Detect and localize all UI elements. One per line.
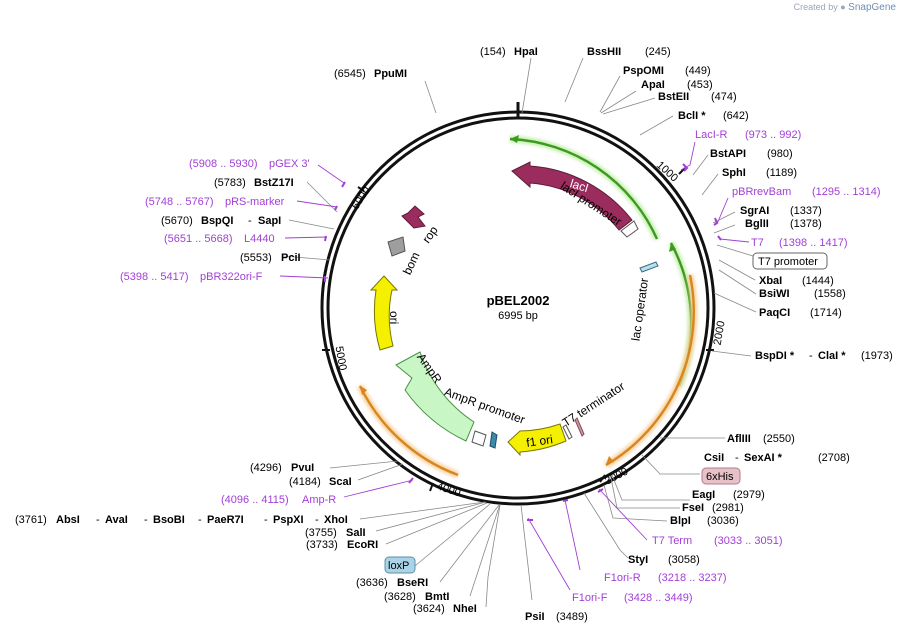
plasmid-size: 6995 bp [498, 310, 538, 322]
primer-t7-term[interactable]: T7 Term(3033 .. 3051) [652, 535, 783, 547]
site-bglii[interactable]: BglII(1378) [745, 218, 822, 230]
primer-leader-lines [279, 141, 750, 591]
tick-4000: 4000 [429, 480, 462, 499]
site-pspomi[interactable]: PspOMI(449) [623, 65, 711, 77]
site-sgrai[interactable]: SgrAI(1337) [740, 205, 822, 217]
svg-text:2000: 2000 [712, 320, 728, 346]
feature-lacI[interactable]: lacI [511, 161, 633, 231]
feature-label-f1-ori: f1 ori [525, 432, 553, 450]
svg-text:6xHis: 6xHis [706, 471, 734, 483]
site-bspdi-clai[interactable]: BspDI *-ClaI *(1973) [755, 350, 893, 362]
site-bseri[interactable]: (3636)BseRI [356, 577, 428, 589]
tick-2000: 2000 [706, 320, 728, 351]
primer-amp-r[interactable]: (4096 .. 4115)Amp-R [221, 494, 336, 506]
feature-label-bom: bom [400, 250, 423, 277]
site-bmti[interactable]: (3628)BmtI [384, 591, 449, 603]
site-psii[interactable]: PsiI(3489) [525, 611, 588, 623]
site-pcii[interactable]: (5553)PciI [240, 252, 301, 264]
site-absi-group[interactable]: (3761)AbsI-AvaI-BsoBI-PaeR7I-PspXI-XhoI [15, 514, 348, 526]
site-xbai[interactable]: XbaI(1444) [759, 275, 834, 287]
site-ppumi[interactable]: (6545)PpuMI [334, 68, 407, 80]
primer-marks [324, 163, 722, 521]
svg-text:T7 promoter: T7 promoter [758, 256, 818, 268]
site-bsshii[interactable]: BssHII(245) [587, 46, 671, 58]
svg-text:5000: 5000 [332, 345, 348, 371]
svg-text:loxP: loxP [388, 560, 409, 572]
t7-orf-arc [604, 274, 698, 469]
site-bspqi-sapi[interactable]: (5670)BspQI-SapI [161, 215, 281, 227]
site-blpi[interactable]: BlpI(3036) [670, 515, 739, 527]
plasmid-name: pBEL2002 [487, 293, 550, 308]
leader-lines [282, 57, 757, 608]
ampr-orf-arc [356, 384, 460, 479]
feature-rop[interactable]: rop [401, 205, 441, 246]
site-labels: (154)HpaI BssHII(245) (6545)PpuMI PspOMI… [15, 46, 893, 623]
feature-label-ori: ori [387, 311, 401, 324]
feature-label-t7-terminator: T7 terminator [560, 379, 627, 430]
site-bcli[interactable]: BclI *(642) [678, 110, 749, 122]
watermark-prefix: Created by [793, 2, 838, 12]
svg-text:3000: 3000 [603, 465, 630, 487]
his-tag-box[interactable]: 6xHis [701, 467, 741, 485]
site-csii-sexai[interactable]: CsiI-SexAI *(2708) [704, 452, 850, 464]
site-hpai[interactable]: (154)HpaI [480, 46, 538, 58]
svg-text:4000: 4000 [435, 480, 462, 499]
primer-t7[interactable]: T7(1398 .. 1417) [751, 237, 848, 249]
primer-pbrrevbam[interactable]: pBRrevBam(1295 .. 1314) [732, 186, 881, 198]
site-pvui[interactable]: (4296)PvuI [250, 462, 314, 474]
site-nhei[interactable]: (3624)NheI [413, 603, 477, 615]
site-bsiwi[interactable]: BsiWI(1558) [759, 288, 846, 300]
site-ecori[interactable]: (3733)EcoRI [306, 539, 378, 551]
primer-pbr322ori-f[interactable]: (5398 .. 5417)pBR322ori-F [120, 271, 263, 283]
site-bsteii[interactable]: BstEII(474) [658, 91, 737, 103]
feature-t7-terminator[interactable]: T7 terminator [560, 379, 627, 440]
site-paqci[interactable]: PaqCI(1714) [759, 307, 842, 319]
tick-5000: 5000 [322, 345, 349, 371]
snapgene-watermark: Created by ● SnapGene [794, 2, 896, 13]
feature-lac-operator[interactable]: lac operator [629, 261, 659, 342]
site-bstz17i[interactable]: (5783)BstZ17I [214, 177, 294, 189]
t7-promoter-box[interactable]: T7 promoter [752, 252, 828, 270]
watermark-brand: SnapGene [848, 2, 896, 13]
primer-prs-marker[interactable]: (5748 .. 5767)pRS-marker [145, 196, 285, 208]
site-fsei[interactable]: FseI(2981) [682, 502, 744, 514]
primer-pgex3[interactable]: (5908 .. 5930)pGEX 3' [189, 158, 310, 170]
lacI-orf-arc [509, 135, 661, 241]
feature-bom[interactable]: bom [387, 236, 423, 277]
feature-f1-ori[interactable]: f1 ori [507, 423, 567, 457]
primer-f1ori-f[interactable]: F1ori-F(3428 .. 3449) [572, 592, 693, 604]
site-afliii[interactable]: AflIII(2550) [727, 433, 795, 445]
site-styi[interactable]: StyI(3058) [628, 554, 700, 566]
primer-f1ori-r[interactable]: F1ori-R(3218 .. 3237) [604, 572, 727, 584]
site-sphi[interactable]: SphI(1189) [722, 167, 797, 179]
feature-ori[interactable]: ori [369, 275, 401, 351]
site-bstapi[interactable]: BstAPI(980) [710, 148, 793, 160]
feature-label-lac-operator: lac operator [629, 277, 652, 342]
site-sali[interactable]: (3755)SalI [305, 527, 366, 539]
primer-laci-r[interactable]: LacI-R(973 .. 992) [695, 129, 801, 141]
snapgene-logo-icon: ● [840, 2, 846, 12]
feature-label-laci: lacI [568, 176, 590, 195]
loxp-box[interactable]: loxP [384, 556, 416, 574]
site-eagi[interactable]: EagI(2979) [692, 489, 765, 501]
primer-l4440[interactable]: (5651 .. 5668)L4440 [164, 233, 275, 245]
site-apai[interactable]: ApaI(453) [641, 79, 713, 91]
site-scai[interactable]: (4184)ScaI [289, 476, 352, 488]
